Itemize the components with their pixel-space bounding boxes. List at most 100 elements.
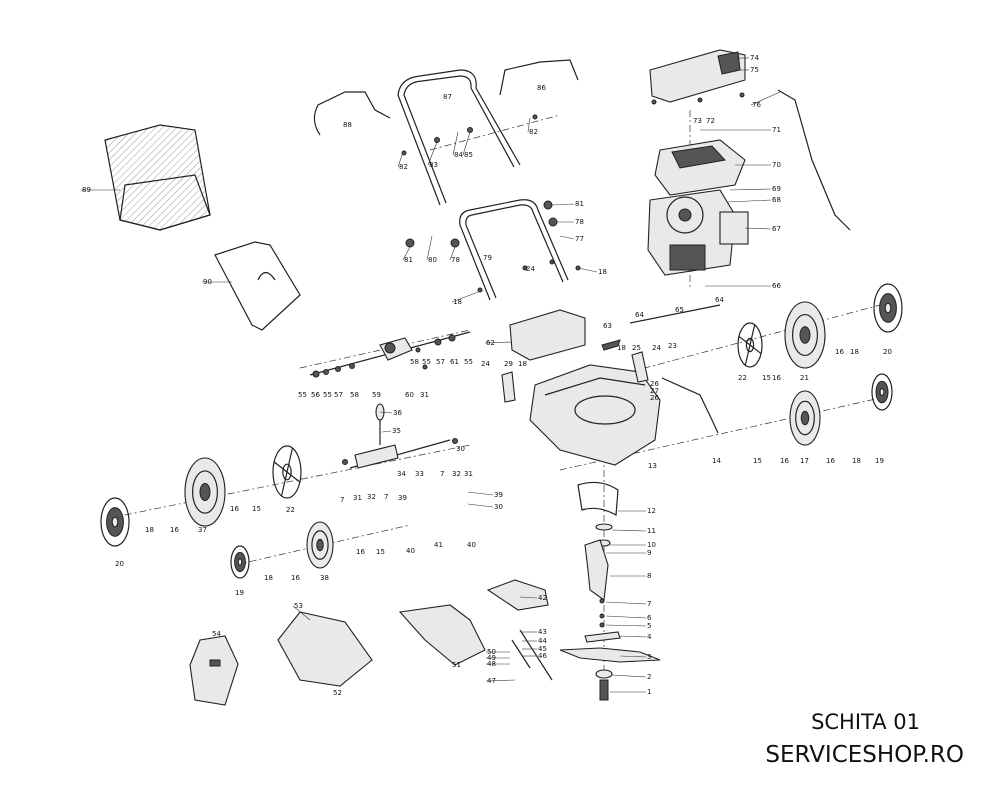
- flap-rod-part: [629, 304, 721, 324]
- part-number-label: 22: [738, 374, 747, 382]
- leader-line: [485, 679, 516, 682]
- part-number-label: 24: [526, 265, 535, 273]
- right-bracket-part: [631, 351, 649, 383]
- part-number-label: 37: [198, 526, 207, 534]
- part-number-label: 18: [453, 298, 462, 306]
- leader-line: [381, 430, 392, 433]
- wheel-tire: [789, 390, 821, 446]
- part-number-label: 31: [464, 470, 473, 478]
- part-number-label: 7: [647, 600, 651, 608]
- gearbox-part: [309, 331, 471, 376]
- part-number-label: 32: [367, 493, 376, 501]
- part-number-label: 45: [538, 645, 547, 653]
- part-number-label: 64: [635, 311, 644, 319]
- part-number-label: 34: [397, 470, 406, 478]
- leader-line: [605, 624, 647, 627]
- wheel-tire: [784, 301, 826, 369]
- leader-line: [611, 674, 647, 678]
- leader-lines: [81, 57, 781, 693]
- part-number-label: 18: [617, 344, 626, 352]
- wheel-tire: [306, 521, 334, 569]
- leader-line: [559, 235, 575, 240]
- part-number-label: 70: [772, 161, 781, 169]
- part-number-label: 68: [772, 196, 781, 204]
- bag-frame-handle: [257, 271, 276, 281]
- part-number-label: 81: [404, 256, 413, 264]
- part-number-label: 52: [333, 689, 342, 697]
- part-number-label: 74: [750, 54, 759, 62]
- part-number-label: 67: [772, 225, 781, 233]
- part-number-label: 16: [170, 526, 179, 534]
- leader-line: [402, 246, 411, 261]
- front-axle-part: [342, 403, 458, 469]
- part-number-label: 1: [647, 688, 651, 696]
- wheels-group: [100, 283, 903, 579]
- part-number-label: 60: [405, 391, 414, 399]
- leader-line: [426, 235, 433, 261]
- leader-line: [727, 199, 772, 203]
- mower-deck-part: [529, 364, 661, 466]
- site-name: SERVICESHOP.RO: [765, 742, 964, 768]
- handle-fittings: [401, 114, 581, 293]
- discharge-flap-part: [398, 604, 486, 666]
- part-number-label: 32: [452, 470, 461, 478]
- part-number-label: 18: [598, 268, 607, 276]
- wheel-rim: [737, 322, 763, 368]
- part-number-label: 80: [428, 256, 437, 264]
- part-number-label: 75: [750, 66, 759, 74]
- side-chute-part: [277, 611, 373, 687]
- part-number-label: 89: [82, 186, 91, 194]
- leader-line: [619, 655, 647, 658]
- part-number-label: 82: [529, 128, 538, 136]
- part-number-label: 41: [434, 541, 443, 549]
- leader-line: [379, 411, 393, 414]
- leader-line: [605, 601, 647, 605]
- part-number-label: 15: [753, 457, 762, 465]
- part-number-label: 25: [632, 344, 641, 352]
- part-number-label: 7: [440, 470, 444, 478]
- part-number-label: 19: [875, 457, 884, 465]
- leader-line: [750, 91, 781, 106]
- part-number-label: 66: [772, 282, 781, 290]
- part-number-label: 30: [494, 503, 503, 511]
- part-number-label: 73: [693, 117, 702, 125]
- part-number-label: 14: [712, 457, 721, 465]
- blade-assembly: [559, 481, 661, 701]
- part-number-label: 47: [487, 677, 496, 685]
- leader-line: [519, 596, 538, 599]
- mulch-cover-part: [486, 579, 549, 611]
- part-number-label: 29: [504, 360, 513, 368]
- leader-line: [462, 131, 471, 156]
- left-bail-part: [313, 91, 391, 136]
- part-number-label: 63: [603, 322, 612, 330]
- mulch-spring-part: [511, 629, 553, 681]
- part-number-label: 39: [494, 491, 503, 499]
- part-number-label: 36: [393, 409, 402, 417]
- shaft-washers: [312, 334, 456, 378]
- part-number-label: 48: [487, 660, 496, 668]
- leader-line: [551, 203, 575, 206]
- throttle-cable-part: [777, 89, 851, 231]
- part-number-label: 77: [575, 235, 584, 243]
- part-number-label: 17: [800, 457, 809, 465]
- part-number-label: 78: [575, 218, 584, 226]
- part-number-label: 15: [376, 548, 385, 556]
- part-number-label: 18: [145, 526, 154, 534]
- engine-cover-part: [654, 139, 746, 196]
- leader-line: [619, 635, 647, 638]
- leader-line: [292, 605, 311, 621]
- part-number-label: 11: [647, 527, 656, 535]
- top-cover-part: [649, 49, 746, 105]
- part-number-label: 44: [538, 637, 547, 645]
- part-number-label: 13: [648, 462, 657, 470]
- part-number-label: 61: [450, 358, 459, 366]
- part-number-label: 31: [420, 391, 429, 399]
- leader-line: [397, 154, 403, 168]
- part-number-label: 56: [311, 391, 320, 399]
- part-number-label: 40: [467, 541, 476, 549]
- part-number-label: 16: [826, 457, 835, 465]
- part-number-label: 50: [487, 648, 496, 656]
- part-number-label: 18: [850, 348, 859, 356]
- leader-line: [611, 529, 647, 532]
